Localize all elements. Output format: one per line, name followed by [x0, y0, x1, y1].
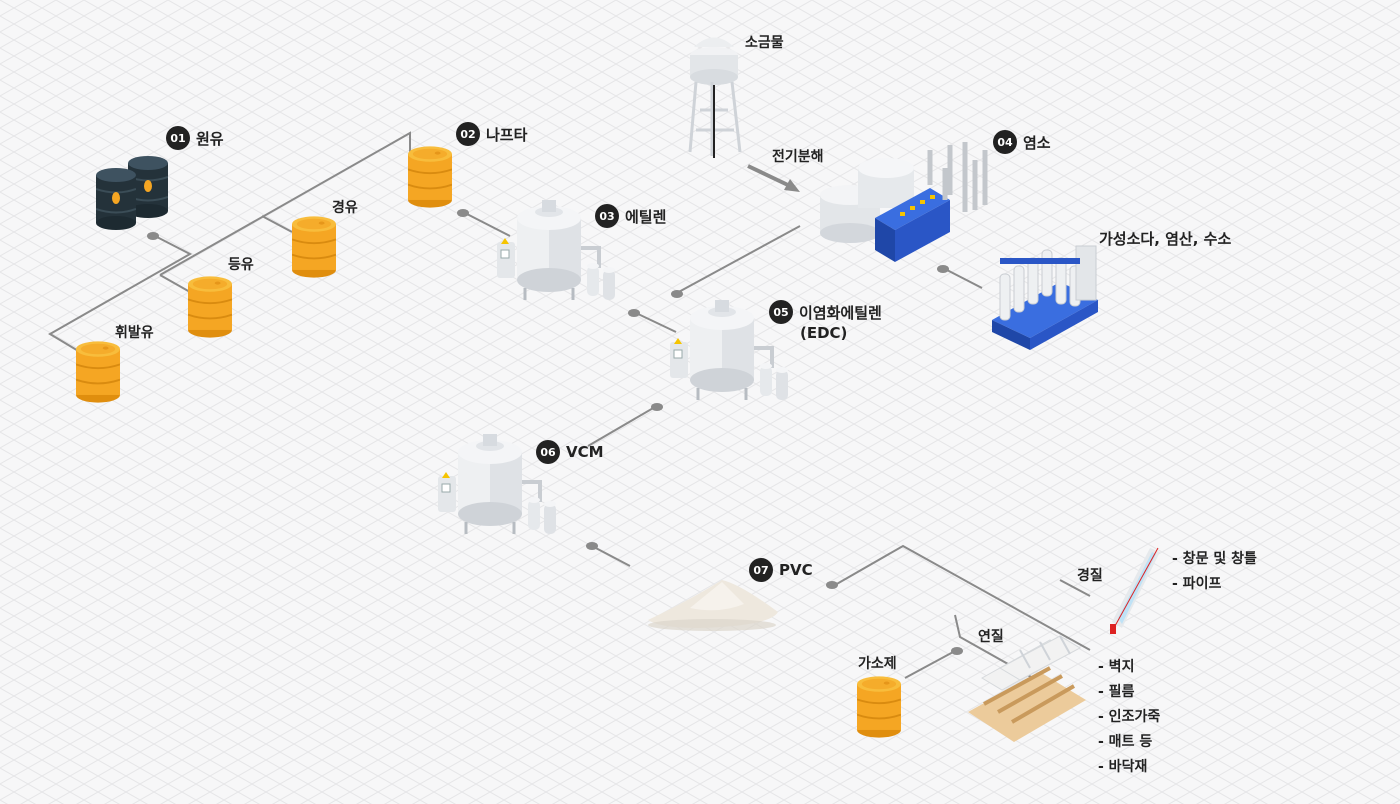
node-edc-sub: (EDC): [800, 324, 848, 342]
step-badge: 06: [536, 440, 560, 464]
node-label: 이염화에틸렌: [799, 303, 882, 322]
crude-barrel-icon: [96, 166, 136, 232]
list-item: - 벽지: [1098, 659, 1135, 675]
water-tower-icon: [688, 37, 742, 158]
connector-lines: [48, 131, 1091, 683]
soft-uses-list: - 벽지 - 필름 - 인조가죽 - 매트 등 - 바닥재: [1098, 655, 1160, 780]
step-badge: 05: [769, 300, 793, 324]
node-edc: 05 이염화에틸렌: [769, 300, 882, 324]
gasoline-barrel-icon: [76, 341, 120, 403]
label-byproducts: 가성소다, 염산, 수소: [1099, 230, 1232, 248]
label-kerosene: 등유: [228, 257, 254, 273]
electrolysis-arrow: [747, 164, 800, 192]
label-soft: 연질: [978, 629, 1004, 645]
step-badge: 02: [456, 122, 480, 146]
node-pvc: 07 PVC: [749, 558, 813, 582]
diesel-barrel-icon: [292, 216, 336, 278]
step-badge: 04: [993, 130, 1017, 154]
node-ethylene: 03 에틸렌: [595, 204, 666, 228]
node-label: 원유: [196, 129, 224, 148]
step-badge: 07: [749, 558, 773, 582]
node-label: PVC: [779, 561, 813, 579]
electrolysis-plant-icon: [820, 142, 988, 262]
plasticizer-barrel-icon: [857, 676, 901, 738]
connector-dots: [147, 209, 963, 655]
rigid-uses-list: - 창문 및 창틀 - 파이프: [1172, 547, 1257, 597]
list-item: - 인조가죽: [1098, 709, 1161, 725]
label-brine: 소금물: [745, 35, 784, 51]
node-label: VCM: [566, 443, 604, 461]
list-item: - 매트 등: [1098, 734, 1153, 750]
filtration-unit-icon: [992, 245, 1098, 350]
pvc-powder-icon: [648, 580, 778, 631]
node-label: 염소: [1023, 133, 1051, 152]
list-item: - 필름: [1098, 684, 1135, 700]
label-gasoline: 휘발유: [115, 325, 154, 341]
window-frame-icon: [1110, 547, 1160, 634]
node-chlorine: 04 염소: [993, 130, 1051, 154]
kerosene-barrel-icon: [188, 276, 232, 338]
node-naphtha: 02 나프타: [456, 122, 527, 146]
step-badge: 03: [595, 204, 619, 228]
node-label: 에틸렌: [625, 207, 667, 226]
node-crude-oil: 01 원유: [166, 126, 224, 150]
naphtha-barrel-icon: [408, 146, 452, 208]
flooring-rolls-icon: [968, 635, 1086, 742]
label-diesel: 경유: [332, 200, 358, 216]
list-item: - 창문 및 창틀: [1172, 551, 1257, 567]
label-electrolysis: 전기분해: [772, 149, 824, 165]
step-badge: 01: [166, 126, 190, 150]
list-item: - 바닥재: [1098, 759, 1148, 775]
label-rigid: 경질: [1077, 568, 1103, 584]
node-vcm: 06 VCM: [536, 440, 604, 464]
label-plasticizer: 가소제: [858, 656, 897, 672]
list-item: - 파이프: [1172, 576, 1222, 592]
node-label: 나프타: [486, 125, 528, 144]
